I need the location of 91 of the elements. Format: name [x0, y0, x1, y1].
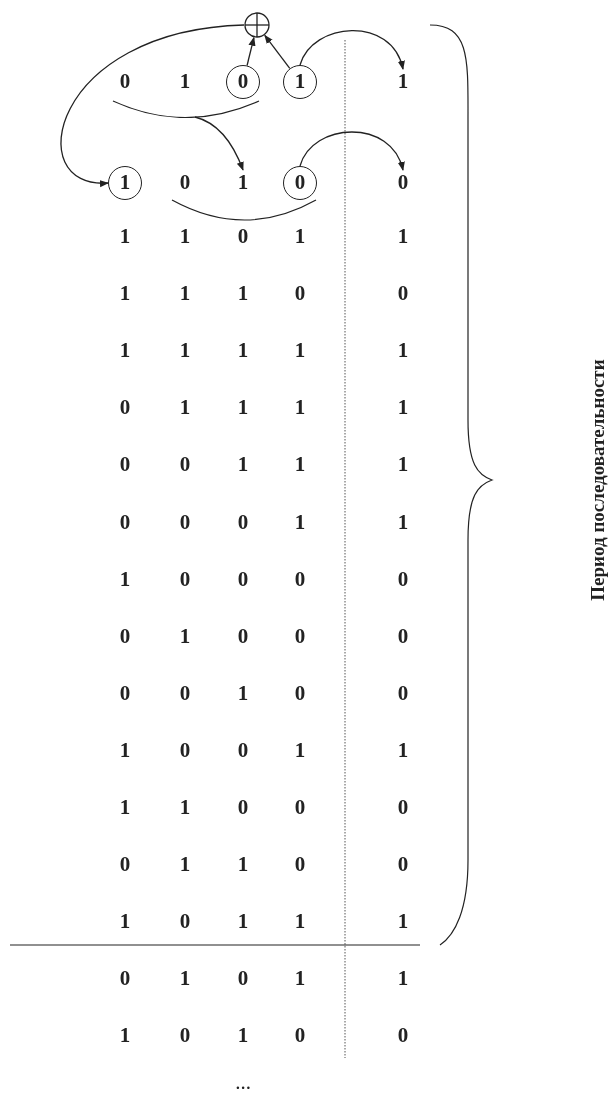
- bit-digit: 0: [396, 281, 410, 306]
- bit-digit: 1: [178, 795, 192, 819]
- bit-digit: 0: [178, 566, 192, 591]
- bit-digit: 0: [293, 623, 307, 648]
- bit-digit: 0: [178, 452, 192, 477]
- bit-digit: 0: [236, 737, 250, 762]
- bit-digit: 0: [178, 509, 192, 534]
- bit-digit: 1: [178, 224, 192, 248]
- bit-digit: 1: [396, 338, 410, 363]
- arrow: [194, 116, 244, 171]
- bit-digit: 0: [236, 623, 250, 648]
- bit-digit: 1: [118, 1023, 132, 1048]
- bit-digit: 1: [118, 281, 132, 306]
- bit-digit: 0: [236, 795, 250, 819]
- bit-digit: 0: [293, 795, 307, 819]
- bit-digit: 0: [178, 737, 192, 762]
- bit-digit: 1: [178, 69, 192, 93]
- xor-symbol: [244, 12, 270, 38]
- bit-digit: 1: [236, 338, 250, 363]
- bit-digit: 1: [118, 224, 132, 248]
- bit-digit: 0: [178, 170, 192, 194]
- bit-digit: 1: [178, 281, 192, 306]
- bit-digit: 1: [293, 509, 307, 534]
- arrow: [299, 30, 404, 70]
- bit-digit: 0: [118, 680, 132, 705]
- bit-digit: 0: [118, 69, 132, 93]
- bit-digit: 0: [396, 795, 410, 819]
- bit-digit: 1: [236, 852, 250, 877]
- bit-digit: 1: [236, 1023, 250, 1048]
- bit-digit: 1: [178, 338, 192, 363]
- bit-digit: 0: [178, 909, 192, 934]
- bit-digit: 1: [293, 737, 307, 762]
- bit-digit: 0: [118, 966, 132, 991]
- bit-digit: 0: [396, 623, 410, 648]
- bit-digit: 1: [396, 395, 410, 420]
- bit-digit: 1: [118, 909, 132, 934]
- bit-digit: 1: [118, 737, 132, 762]
- bit-digit: 0: [178, 1023, 192, 1048]
- bit-digit: 0: [178, 680, 192, 705]
- bit-digit: 1: [293, 966, 307, 991]
- bit-digit: 0: [396, 1023, 410, 1048]
- bit-digit: 1: [396, 737, 410, 762]
- bit-digit: 1: [396, 966, 410, 991]
- bit-digit: 0: [293, 1023, 307, 1048]
- bit-digit: 1: [234, 170, 252, 196]
- bit-digit: 1: [118, 338, 132, 363]
- bit-digit: 0: [394, 170, 412, 196]
- bit-digit: 0: [236, 509, 250, 534]
- bit-digit: 1: [236, 909, 250, 934]
- arrow: [246, 36, 256, 67]
- bit-digit: 1: [293, 452, 307, 477]
- bit-digit: 1: [396, 509, 410, 534]
- bit-digit: 1: [293, 224, 307, 248]
- bit-digit: 1: [236, 395, 250, 420]
- bit-digit: 0: [118, 452, 132, 477]
- bit-digit: 0: [118, 623, 132, 648]
- bit-digit: 1: [236, 680, 250, 705]
- bit-digit: 1: [394, 69, 412, 95]
- bit-digit: 1: [118, 566, 132, 591]
- bit-digit: 0: [118, 852, 132, 877]
- bit-digit: 1: [178, 395, 192, 420]
- bit-digit: 0: [236, 224, 250, 248]
- bit-digit: 1: [396, 224, 410, 248]
- bit-digit: 1: [293, 338, 307, 363]
- shift-bracket: [112, 100, 260, 118]
- bit-digit: 0: [396, 680, 410, 705]
- bit-digit: 1: [293, 395, 307, 420]
- bit-digit: 0: [293, 680, 307, 705]
- arrow: [60, 24, 245, 186]
- bit-digit: 0: [118, 509, 132, 534]
- bit-digit: 1: [178, 623, 192, 648]
- bit-digit: 0: [293, 566, 307, 591]
- bit-digit: 0: [293, 852, 307, 877]
- bit-digit: 1: [178, 852, 192, 877]
- brace-label: Период последовательности: [587, 359, 609, 601]
- bit-digit: 0: [293, 281, 307, 306]
- bit-digit: 0: [236, 566, 250, 591]
- bit-digit: 1: [236, 452, 250, 477]
- bit-digit: 1: [118, 795, 132, 819]
- bit-digit: 0: [396, 852, 410, 877]
- bit-digit: 0: [118, 395, 132, 420]
- bit-digit: 1: [178, 966, 192, 991]
- bit-digit: 1: [293, 909, 307, 934]
- bit-digit: 1: [236, 281, 250, 306]
- ellipsis-text: ...: [234, 1070, 252, 1094]
- bit-digit: 0: [396, 566, 410, 591]
- bit-digit: 1: [396, 452, 410, 477]
- bit-digit: 1: [396, 909, 410, 934]
- arrow: [299, 131, 404, 171]
- arrow: [264, 34, 291, 70]
- bit-digit: 0: [236, 966, 250, 991]
